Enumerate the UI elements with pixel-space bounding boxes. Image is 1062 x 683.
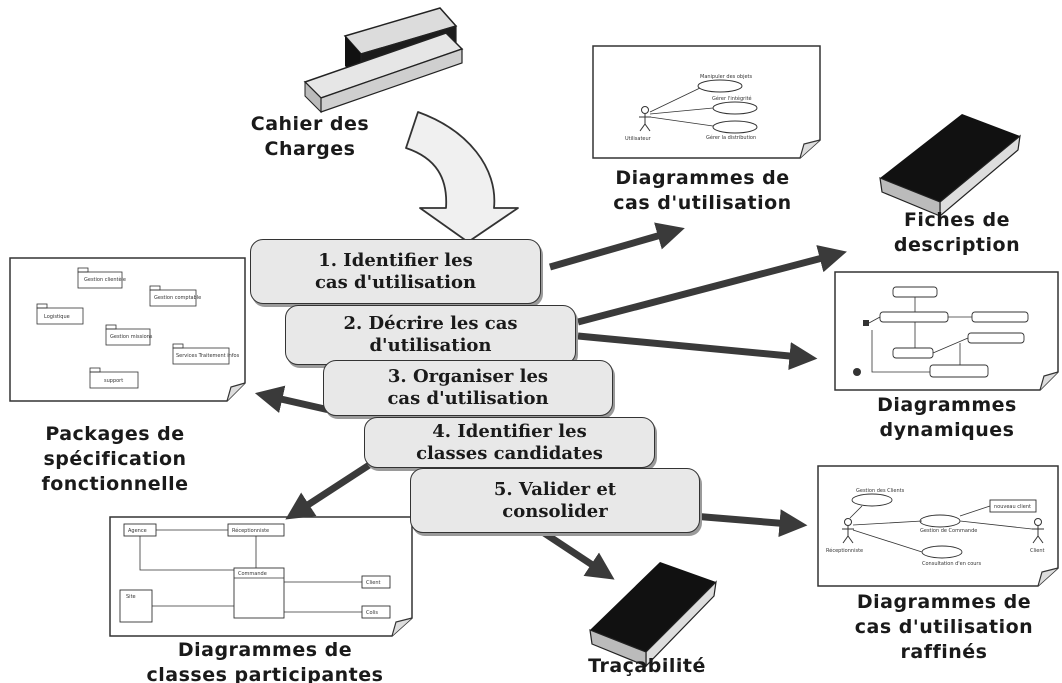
step-2-describe-use-cases: 2. Décrire les cas d'utilisation: [285, 305, 576, 365]
class-diagram-doc-icon: Agence Réceptionniste Commande Client Si…: [109, 516, 413, 637]
step-1-identify-use-cases: 1. Identifier les cas d'utilisation: [250, 239, 541, 304]
uc-diagram-doc-icon: Manipuler des objets Gérer l'intégrité G…: [592, 45, 821, 159]
svg-text:Services Traitement infos: Services Traitement infos: [176, 353, 240, 359]
tracabilite-label: Traçabilité: [588, 655, 706, 677]
svg-text:Gérer l'intégrité: Gérer l'intégrité: [712, 95, 752, 102]
svg-text:Gestion comptable: Gestion comptable: [154, 295, 201, 301]
svg-text:Manipuler des objets: Manipuler des objets: [700, 74, 752, 80]
svg-text:Gestion clientèle: Gestion clientèle: [84, 276, 126, 283]
svg-text:Logistique: Logistique: [44, 314, 70, 320]
class-diagrams-label: Diagrammes de classes participantes: [146, 639, 384, 683]
svg-text:Utilisateur: Utilisateur: [625, 136, 652, 142]
svg-text:Réceptionniste: Réceptionniste: [826, 547, 863, 554]
svg-text:Commande: Commande: [238, 571, 267, 577]
step-4-label: 4. Identifier les classes candidates: [416, 420, 603, 464]
cahier-book-icon: [303, 7, 464, 114]
arrow-step2-dynamic: [577, 332, 818, 370]
arrow-step1-uc: [549, 222, 685, 271]
tracabilite-book-icon: [589, 562, 717, 668]
svg-text:Colis: Colis: [366, 610, 378, 616]
svg-text:Réceptionniste: Réceptionniste: [232, 527, 269, 534]
step-3-label: 3. Organiser les cas d'utilisation: [387, 366, 549, 409]
dynamic-diagrams-label: Diagrammes dynamiques: [877, 394, 1017, 441]
cahier-label: Cahier des Charges: [250, 113, 370, 160]
svg-text:Gérer la distribution: Gérer la distribution: [706, 134, 756, 141]
dynamic-diagram-doc-icon: [834, 271, 1059, 391]
svg-text:Gestion missions: Gestion missions: [110, 334, 153, 340]
arrow-step2-fiches: [577, 245, 847, 326]
svg-text:Client: Client: [366, 580, 381, 586]
step-2-label: 2. Décrire les cas d'utilisation: [343, 313, 518, 356]
packages-doc-icon: Gestion clientèle Gestion comptable Logi…: [9, 257, 246, 402]
fiches-label: Fiches de description: [893, 209, 1021, 256]
curved-input-arrow: [405, 111, 519, 243]
svg-text:Agence: Agence: [128, 528, 147, 534]
svg-text:nouveau client: nouveau client: [994, 504, 1031, 510]
flow-arrows: [254, 222, 847, 580]
svg-text:support: support: [104, 378, 123, 384]
svg-text:Consultation d'en cours: Consultation d'en cours: [922, 561, 981, 567]
step-4-identify-candidate-classes: 4. Identifier les classes candidates: [364, 417, 655, 468]
refined-uc-label: Diagrammes de cas d'utilisation raffinés: [854, 591, 1034, 663]
step-5-validate-consolidate: 5. Valider et consolider: [410, 468, 700, 533]
svg-text:Client: Client: [1030, 548, 1045, 554]
step-5-label: 5. Valider et consolider: [493, 478, 617, 522]
refined-uc-doc-icon: Gestion des Clients Gestion de Commande …: [817, 465, 1059, 587]
step-1-label: 1. Identifier les cas d'utilisation: [314, 249, 477, 293]
svg-text:Gestion des Clients: Gestion des Clients: [856, 488, 905, 494]
packages-label: Packages de spécification fonctionnelle: [41, 423, 189, 495]
uc-diagrams-label: Diagrammes de cas d'utilisation: [613, 167, 792, 214]
step-3-organize-use-cases: 3. Organiser les cas d'utilisation: [323, 360, 613, 416]
fiches-book-icon: [879, 114, 1021, 218]
arrow-step4-classes: [285, 455, 382, 520]
svg-text:Site: Site: [126, 594, 136, 600]
svg-text:Gestion de Commande: Gestion de Commande: [920, 528, 977, 534]
